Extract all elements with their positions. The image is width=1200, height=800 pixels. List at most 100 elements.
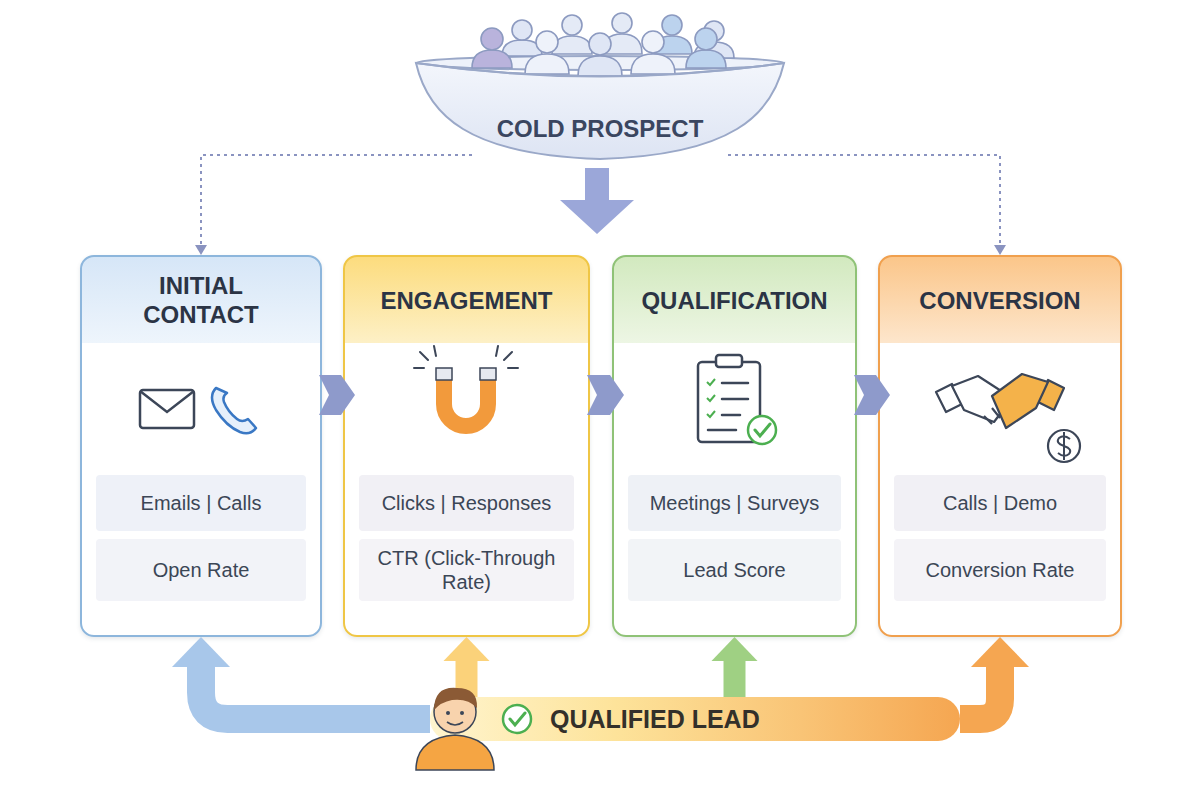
handshake-icon <box>936 374 1080 462</box>
metric-text: Clicks | Responses <box>382 491 552 515</box>
checklist-icon-part <box>716 355 742 367</box>
handshake-icon-part <box>1038 380 1064 410</box>
feedback-arrow <box>444 637 490 697</box>
stage-title: CONVERSION <box>880 257 1120 343</box>
prospect-people <box>472 13 734 76</box>
email-icon <box>140 390 194 428</box>
metric-box: Emails | Calls <box>96 475 306 531</box>
connector-line <box>724 660 746 697</box>
prospect-people-part <box>662 15 682 35</box>
checklist-icon-part <box>755 424 770 436</box>
lead-person <box>416 688 531 770</box>
feedback-arrow <box>712 637 758 697</box>
checklist-icon <box>698 355 776 444</box>
metric-box: Clicks | Responses <box>359 475 574 531</box>
lead-person-part <box>447 722 463 725</box>
checklist-icon-part <box>748 416 776 444</box>
magnet-icon <box>414 346 518 426</box>
phone-icon-part <box>212 388 256 433</box>
prospect-people-part <box>525 54 569 74</box>
prospect-people-part <box>512 20 532 40</box>
stage-box: ENGAGEMENT Clicks | ResponsesCTR (Click-T… <box>343 255 590 637</box>
feedback-arrow <box>960 637 1029 719</box>
metric-text: Calls | Demo <box>943 491 1057 515</box>
prospect-people-part <box>602 34 642 54</box>
chevron-shape <box>854 375 890 415</box>
metric-box: CTR (Click-Through Rate) <box>359 539 574 601</box>
prospect-people-part <box>552 36 592 54</box>
arrow-head <box>971 637 1029 667</box>
handshake-icon-part <box>1048 430 1080 462</box>
funnel-shape: COLD PROSPECT <box>412 55 788 163</box>
handshake-icon-part <box>1058 432 1070 460</box>
stage-title: ENGAGEMENT <box>345 257 588 343</box>
prospect-people-part <box>481 28 503 50</box>
connector-line <box>456 660 478 697</box>
email-icon-part <box>140 391 194 412</box>
connector-line <box>728 155 1000 246</box>
phone-icon <box>212 388 256 433</box>
chevron-shape <box>319 375 355 415</box>
lead-person-part <box>510 713 525 725</box>
arrow-head <box>172 637 230 667</box>
lead-person-part <box>503 705 531 733</box>
prospect-people-part <box>686 50 726 68</box>
metric-box: Open Rate <box>96 539 306 601</box>
lead-band: QUALIFIED LEAD <box>430 697 960 741</box>
prospect-people-part <box>536 31 558 53</box>
connector-line <box>201 155 472 246</box>
stage-box: QUALIFICATIONMeetings | SurveysLead Scor… <box>612 255 857 637</box>
metric-text: Open Rate <box>153 558 250 582</box>
magnet-icon-part <box>480 368 496 380</box>
arrow-head <box>195 245 207 255</box>
email-icon-part <box>140 390 194 428</box>
metric-text: Conversion Rate <box>926 558 1075 582</box>
arrow-head <box>994 245 1006 255</box>
metric-box: Lead Score <box>628 539 841 601</box>
magnet-icon-part <box>444 378 488 426</box>
prospect-people-part <box>652 36 692 54</box>
prospect-people-part <box>589 33 611 55</box>
lead-person-part <box>434 691 476 733</box>
metric-text: Emails | Calls <box>141 491 262 515</box>
prospect-people-part <box>631 54 675 74</box>
handshake-icon-part <box>992 374 1048 428</box>
stage-title: QUALIFICATION <box>614 257 855 343</box>
arrow-head <box>712 637 758 661</box>
connector-line <box>960 666 1000 719</box>
handshake-icon-part <box>936 384 962 412</box>
prospect-people-part <box>695 28 717 50</box>
down-arrow <box>560 168 634 234</box>
funnel-bowl <box>416 63 784 159</box>
step-chevron <box>587 375 624 415</box>
dotted-arrow <box>195 155 472 255</box>
handshake-icon-part <box>952 376 1012 422</box>
funnel-rim <box>416 63 784 77</box>
prospect-people-part <box>642 31 664 53</box>
lead-person-part <box>434 688 477 710</box>
prospect-people-part <box>612 13 632 33</box>
step-chevron <box>319 375 355 415</box>
arrow-head <box>444 637 490 661</box>
metric-text: Lead Score <box>683 558 785 582</box>
feedback-arrow <box>172 637 430 719</box>
checklist-icon-part <box>698 362 760 442</box>
magnet-icon-part <box>436 368 452 380</box>
prospect-people-part <box>472 50 512 68</box>
funnel-outline <box>412 55 788 163</box>
magnet-icon-part <box>414 346 518 368</box>
stage-box: INITIAL CONTACTEmails | CallsOpen Rate <box>80 255 322 637</box>
metric-box: Calls | Demo <box>894 475 1106 531</box>
metric-box: Conversion Rate <box>894 539 1106 601</box>
funnel-back-rim <box>416 56 784 70</box>
metric-text: CTR (Click-Through Rate) <box>365 546 568 594</box>
dotted-arrow <box>728 155 1006 255</box>
prospect-people-part <box>502 40 542 56</box>
prospect-people-part <box>694 42 734 58</box>
chevron-shape <box>587 375 624 415</box>
lead-person-part <box>446 711 450 715</box>
